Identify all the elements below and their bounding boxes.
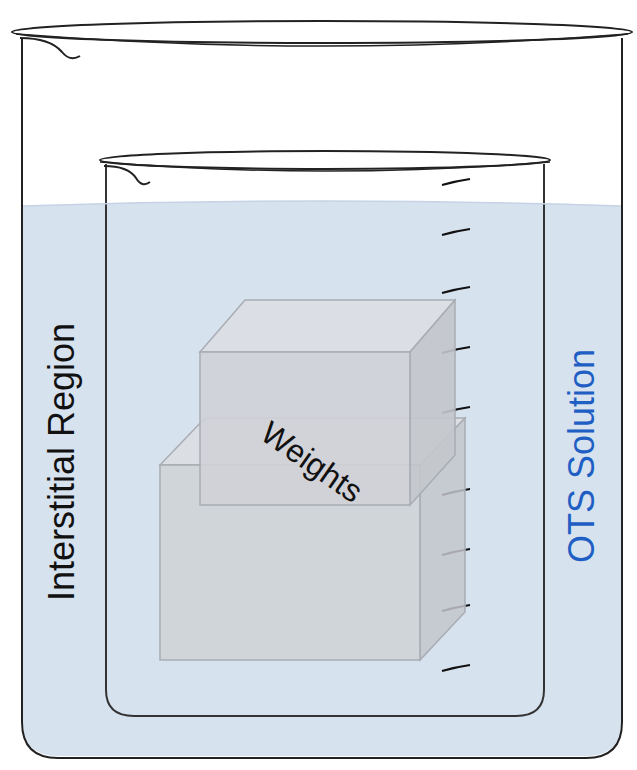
graduation-mark	[442, 287, 470, 293]
liquid-surface	[23, 201, 621, 206]
region-label: Interstitial Region	[44, 323, 80, 601]
graduation-mark	[442, 229, 470, 235]
liquid	[23, 201, 621, 756]
outer-spout	[20, 38, 80, 58]
inner-spout	[104, 166, 150, 184]
graduation-mark	[442, 665, 470, 671]
outer-beaker	[22, 38, 622, 758]
outer-rim-lip	[16, 34, 628, 46]
solution-label: OTS Solution	[564, 349, 600, 563]
graduation-mark	[442, 179, 470, 185]
inner-beaker	[106, 164, 544, 716]
inner-rim-lip	[100, 162, 550, 171]
